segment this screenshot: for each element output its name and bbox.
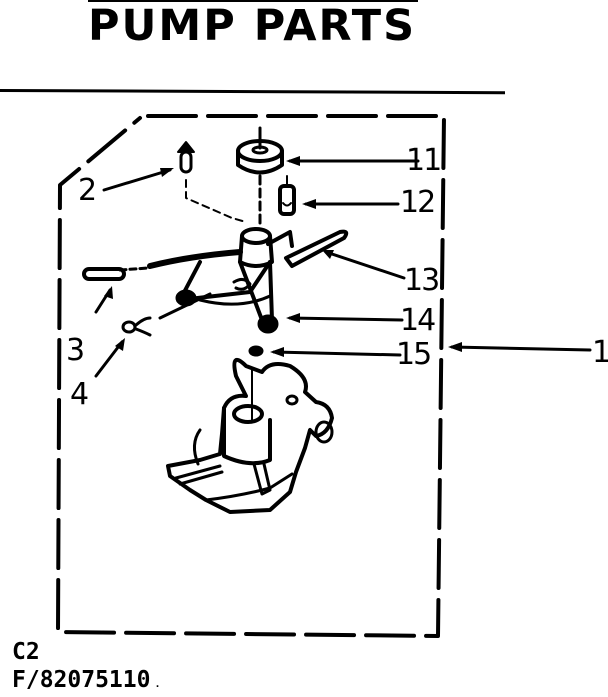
part-2-pin-icon bbox=[177, 141, 247, 223]
callout-4: 4 bbox=[70, 377, 89, 412]
section-code: C2 bbox=[12, 639, 40, 665]
arrowheads bbox=[104, 156, 462, 357]
leader-lines bbox=[94, 159, 592, 378]
callout-3: 3 bbox=[66, 333, 85, 368]
diagram-title: PUMP PARTS bbox=[88, 1, 417, 51]
part-11-pulley-icon bbox=[236, 126, 284, 227]
callout-2: 2 bbox=[78, 173, 97, 208]
callout-14: 14 bbox=[400, 303, 436, 338]
assembly-boundary bbox=[56, 114, 446, 638]
part-12-fitting-icon bbox=[278, 175, 296, 216]
part-13-lever-icon bbox=[284, 229, 349, 268]
trailing-mark: . bbox=[154, 679, 161, 690]
pump-body-icon bbox=[166, 357, 334, 514]
callout-11: 11 bbox=[406, 143, 442, 178]
figure-number: F/82075110. bbox=[12, 668, 161, 697]
callout-12: 12 bbox=[400, 185, 436, 220]
figure-number-text: F/82075110 bbox=[12, 667, 151, 693]
part-15-washer-icon bbox=[248, 345, 264, 421]
callout-1: 1 bbox=[592, 335, 608, 370]
callout-13: 13 bbox=[404, 263, 440, 298]
part-3-bar-icon bbox=[82, 267, 126, 281]
top-rule bbox=[88, 0, 418, 2]
part-4-clip-icon bbox=[121, 292, 212, 337]
callout-15: 15 bbox=[396, 337, 432, 372]
